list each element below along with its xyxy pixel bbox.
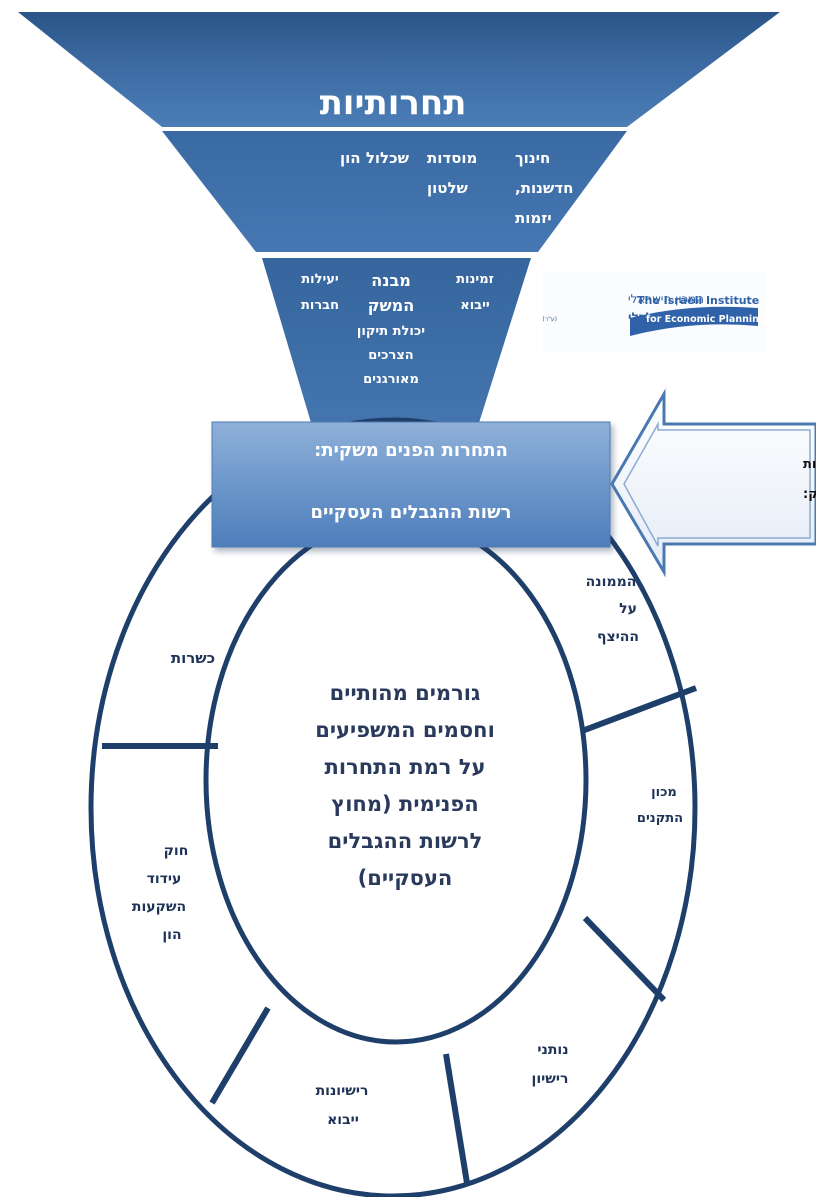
tier3-right-line2: ייבוא — [460, 298, 490, 313]
ring-label-law-line1: חוק — [164, 843, 189, 859]
tier3-left-line1: יעילות — [301, 272, 339, 287]
logo-hebrew-line2: לתכנון כלכלי — [628, 310, 700, 324]
logo-english-line2: for Economic Planning — [646, 314, 766, 325]
funnel-middle-tier — [162, 131, 627, 252]
tier3-mid-line2: הצרכים — [368, 348, 414, 363]
ring-divider-imports-law — [209, 1006, 271, 1105]
ring-label-supervisor-line3: ההיצף — [597, 629, 639, 645]
ring-label-law-line3: השקעות — [132, 899, 186, 915]
ring-label-licensors-line2: רישיון — [532, 1071, 569, 1087]
tier3-right-line1: זמינות — [456, 272, 494, 287]
ring-label-imports-line1: רישיונות — [316, 1083, 369, 1099]
funnel-lower-tier — [262, 258, 531, 426]
institute-logo: המכון הישראלי לתכנון כלכלי (ע"ר) The Isr… — [542, 272, 766, 352]
ring-label-law-line2: עידוד — [147, 871, 182, 887]
center-text-line4: הפנימית (מחוץ — [331, 792, 478, 816]
tier2-item-innovation: חדשנות, — [515, 179, 573, 197]
logo-hebrew-line1: המכון הישראלי — [628, 292, 704, 306]
tier3-mid-bold-line1: מבנה — [371, 271, 411, 290]
tier2-item-education: חינוך — [515, 149, 550, 167]
tier2-item-entrepreneurship: יזמות — [515, 209, 552, 227]
ring-label-kashrut: כשרות — [171, 649, 215, 667]
logo-hebrew-suffix: (ע"ר) — [542, 316, 557, 323]
tier3-mid-line3: מאורגנים — [363, 372, 419, 387]
funnel-title: תחרותיות — [320, 83, 467, 123]
tier3-left-line2: חברות — [301, 298, 339, 313]
ring-divider-standards-licensors — [582, 915, 667, 1003]
tier3-mid-bold-line2: המשק — [368, 296, 414, 315]
ring-label-licensors-line1: נותני — [537, 1042, 568, 1058]
tier2-item-institutions: מוסדות — [427, 149, 477, 167]
ring-label-imports-line2: ייבוא — [327, 1112, 359, 1128]
ring-label-standards-line2: התקנים — [637, 811, 683, 826]
regulator-ring — [88, 417, 698, 1197]
ring-label-standards-line1: מכון — [651, 785, 677, 800]
center-text-line6: העסקיים) — [358, 866, 453, 890]
center-text-line2: וחסמים המשפיעים — [315, 718, 495, 742]
ring-label-supervisor-line1: הממונה — [586, 574, 637, 590]
tier2-item-governance: שלטון — [427, 179, 469, 197]
ring-label-supervisor-line2: על — [619, 601, 637, 617]
arrow-text-line1: הגנה על התחרות — [803, 457, 816, 472]
ring-label-law-line4: הון — [162, 927, 181, 943]
antitrust-authority-box — [211, 421, 611, 548]
arrow-text-line2: הפנימית במשק: — [803, 487, 816, 502]
protection-arrow — [610, 388, 816, 578]
ring-divider-licensors-imports — [443, 1053, 470, 1184]
tier3-mid-line1: יכולת תיקון — [357, 324, 425, 339]
funnel-top-tier — [18, 12, 780, 127]
center-text-line3: על רמת התחרות — [325, 755, 486, 779]
logo-english-line1: The Israeli Institute — [637, 294, 759, 307]
tier2-item-capital: שכלול הון — [340, 149, 410, 167]
ring-divider-supervisor-standards — [580, 685, 698, 734]
center-text-line5: לרשות ההגבלים — [328, 829, 483, 853]
center-text-line1: גורמים מהותיים — [330, 681, 481, 705]
authority-line2: רשות ההגבלים העסקיים — [311, 502, 512, 523]
ring-inner — [203, 515, 589, 1045]
authority-line1: התחרות הפנים משקית: — [314, 440, 508, 461]
